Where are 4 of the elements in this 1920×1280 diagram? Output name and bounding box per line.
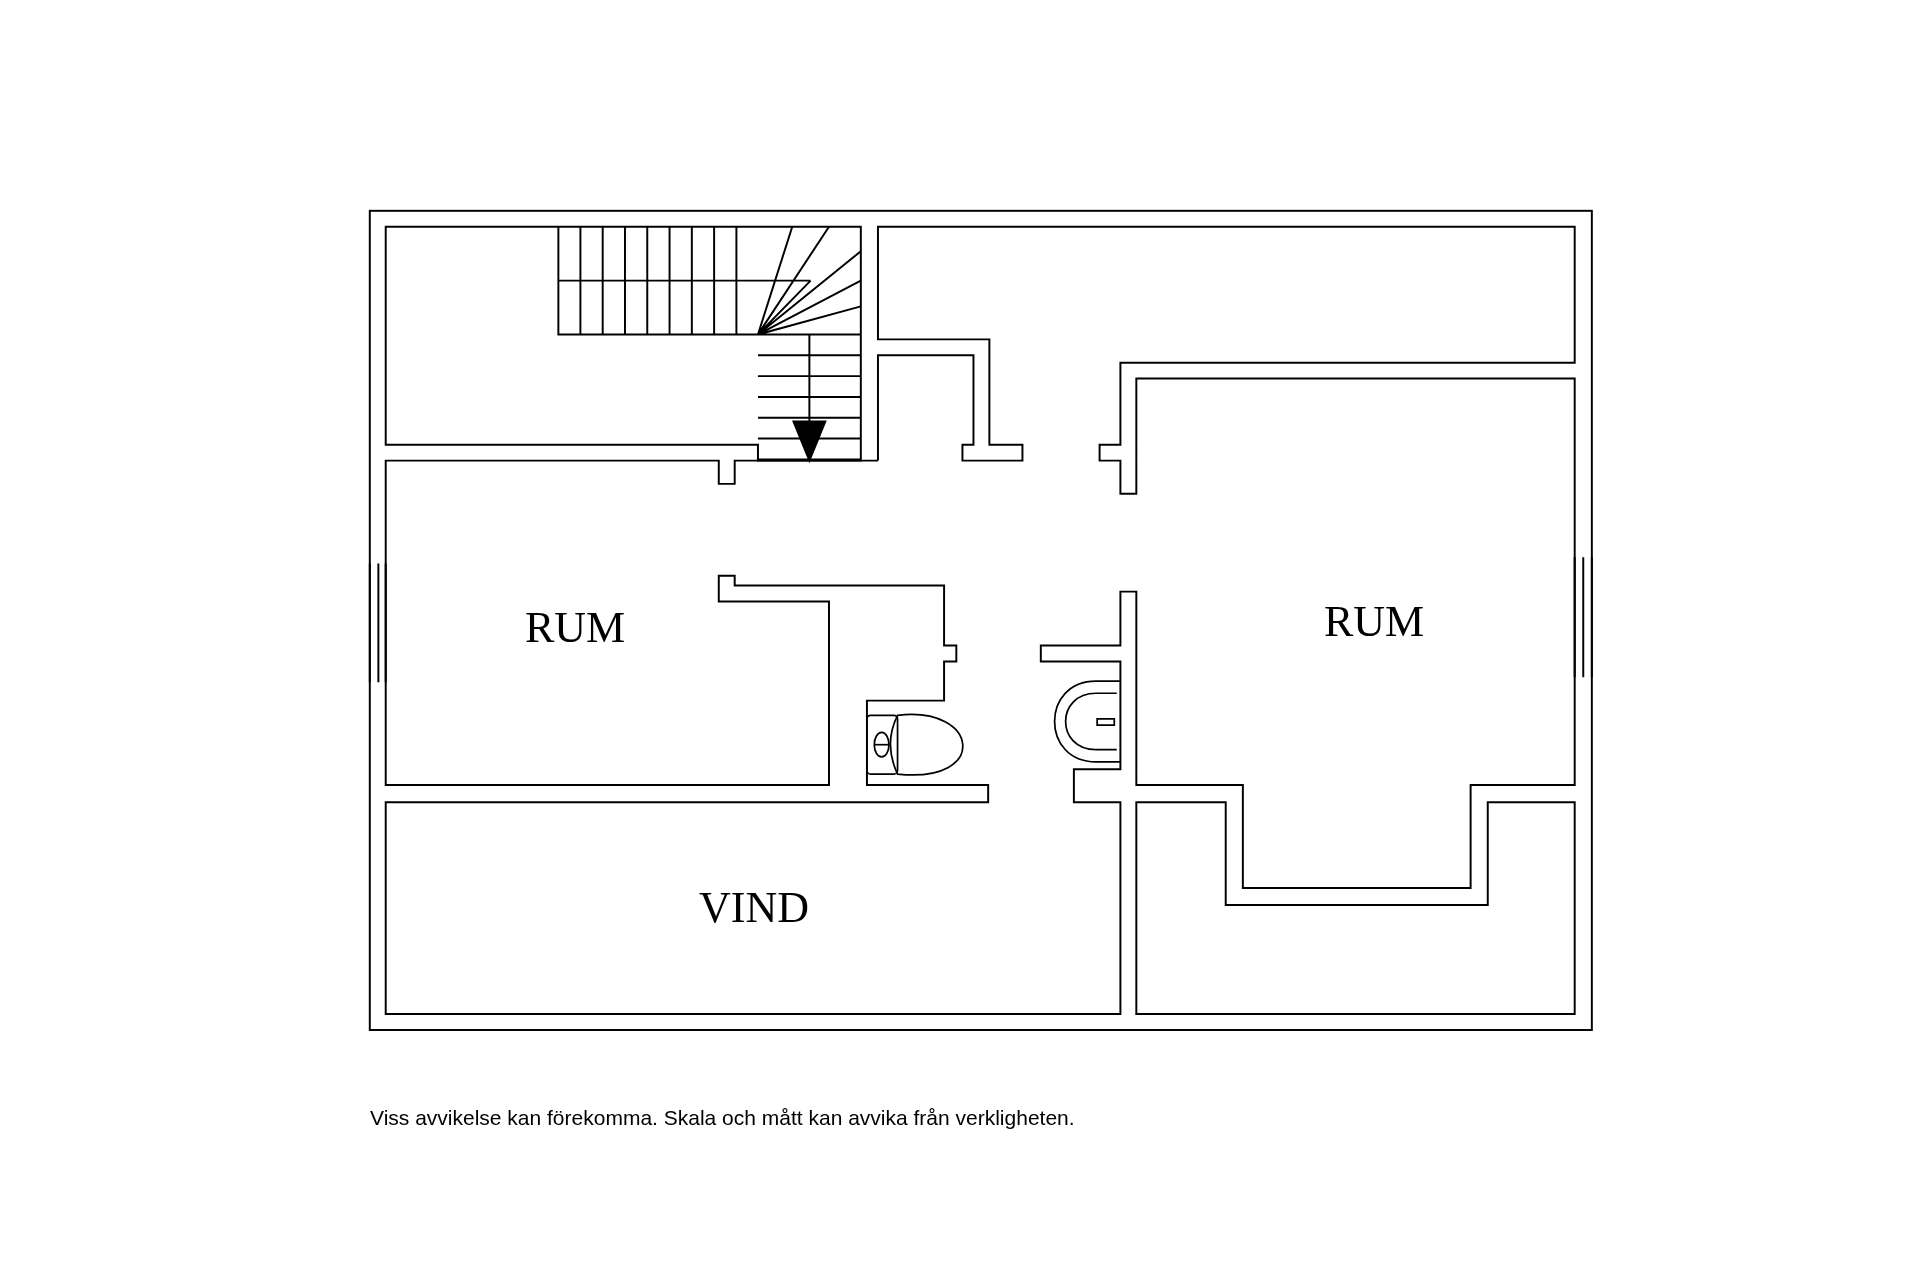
room-label: VIND (699, 881, 809, 933)
room-label: RUM (524, 601, 626, 653)
disclaimer-note: Viss avvikelse kan förekomma. Skala och mått kan avvika från verkligheten. (370, 1106, 1075, 1130)
room-label: RUM (1323, 595, 1425, 647)
